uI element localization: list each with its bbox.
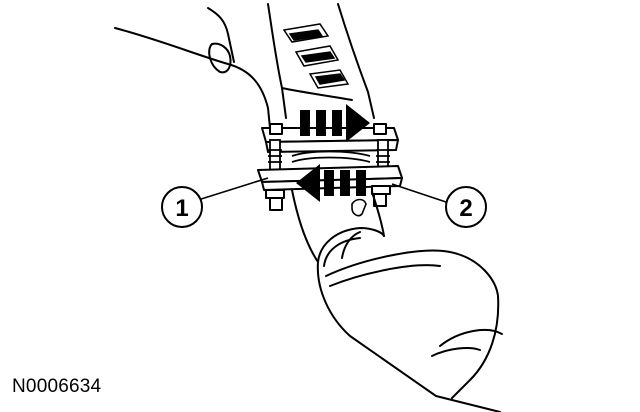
leader-lines (197, 177, 447, 203)
flange-gasket (291, 150, 371, 163)
lower-pipe (291, 189, 503, 412)
figure-id-label: N0006634 (12, 376, 102, 397)
callout-2: 2 (445, 186, 487, 228)
upper-flange (261, 123, 399, 153)
callout-2-number: 2 (459, 195, 472, 222)
callout-1-number: 1 (175, 195, 188, 222)
upper-pipe (114, 3, 375, 129)
arrow-left-icon (296, 164, 366, 202)
pipe-clip (351, 198, 367, 217)
arrow-right-icon (300, 104, 370, 142)
heat-shield-slots (282, 23, 350, 89)
callout-1: 1 (161, 186, 203, 228)
